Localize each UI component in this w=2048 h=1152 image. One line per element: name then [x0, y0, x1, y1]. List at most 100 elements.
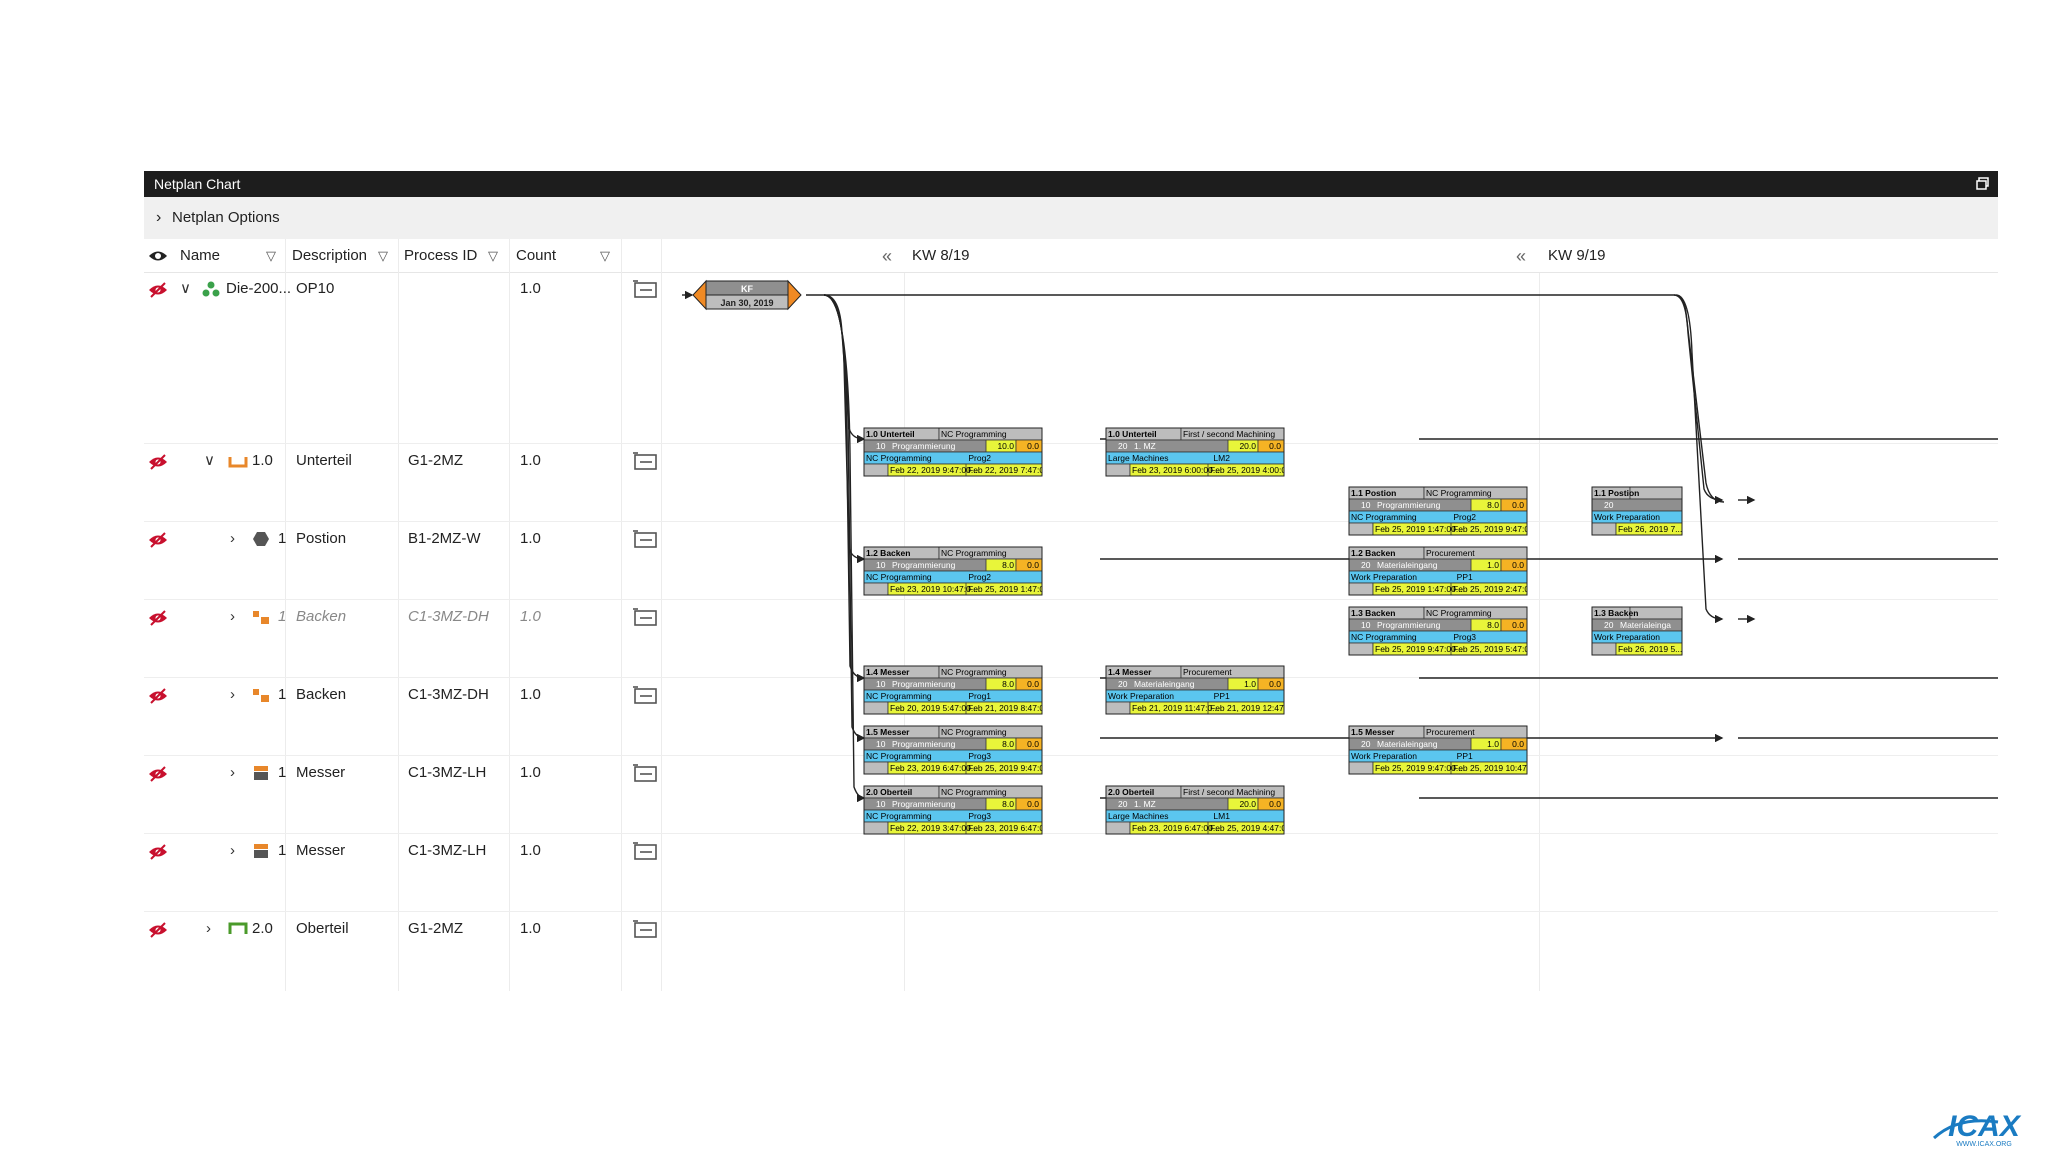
scroll-left-icon[interactable]: «: [882, 246, 893, 266]
list-details-icon[interactable]: [632, 841, 658, 861]
week-label-kw9: KW 9/19: [1548, 247, 1606, 264]
row-description: Backen: [296, 608, 347, 625]
restore-window-icon[interactable]: [1976, 177, 1990, 191]
assembly-icon: [202, 281, 220, 297]
node-type: NC Programming: [941, 787, 1007, 797]
node-type: Procurement: [1183, 667, 1232, 677]
node-group: Work Preparation: [1108, 691, 1174, 701]
table-header: Name ▽ Description ▽ Process ID ▽ Count …: [144, 239, 1998, 273]
list-details-icon[interactable]: [632, 529, 658, 549]
hidden-eye-icon[interactable]: [148, 281, 168, 299]
node-activity: Programmierung: [1377, 500, 1441, 510]
chevron-right-icon[interactable]: ›: [230, 764, 235, 781]
chevron-down-icon[interactable]: ∨: [180, 280, 191, 297]
netplan-options-toggle[interactable]: ›Netplan Options: [144, 197, 1998, 239]
list-details-icon[interactable]: [632, 607, 658, 627]
hidden-eye-icon[interactable]: [148, 687, 168, 705]
hidden-eye-icon[interactable]: [148, 843, 168, 861]
chevron-down-icon[interactable]: ∨: [204, 452, 215, 469]
hidden-eye-icon[interactable]: [148, 453, 168, 471]
blade-part-icon: [254, 766, 268, 780]
node-type: NC Programming: [941, 667, 1007, 677]
hidden-eye-icon[interactable]: [148, 921, 168, 939]
node-end: Feb 25, 2019 9:47:00...: [968, 763, 1056, 773]
row-count: 1.0: [520, 920, 541, 937]
row-count: 1.0: [520, 764, 541, 781]
row-description: Messer: [296, 764, 346, 781]
milestone-kf[interactable]: KF Jan 30, 2019: [692, 279, 802, 311]
node-title: 1.4 Messer: [866, 667, 910, 677]
node-start: Feb 23, 2019 10:47:0...: [890, 584, 978, 594]
scroll-left-icon[interactable]: «: [1516, 246, 1527, 266]
node-resource: Prog2: [968, 453, 991, 463]
node-activity: Materialeinga: [1620, 620, 1671, 630]
hidden-eye-icon[interactable]: [148, 531, 168, 549]
row-count: 1.0: [520, 530, 541, 547]
netplan-options-label: Netplan Options: [172, 209, 280, 226]
hidden-eye-icon[interactable]: [148, 609, 168, 627]
milestone-date: Jan 30, 2019: [720, 298, 773, 308]
node-slack: 0.0: [1027, 679, 1039, 689]
node-activity: 1. MZ: [1134, 441, 1156, 451]
node-duration: 8.0: [1002, 799, 1014, 809]
visibility-eye-icon[interactable]: [148, 248, 168, 264]
column-header-count[interactable]: Count: [516, 247, 557, 264]
chevron-right-icon[interactable]: ›: [230, 530, 235, 547]
chevron-down-icon[interactable]: ▽: [266, 248, 276, 263]
node-resource: LM1: [1213, 811, 1230, 821]
chevron-down-icon[interactable]: ▽: [378, 248, 388, 263]
node-title: 1.5 Messer: [866, 727, 910, 737]
chevron-down-icon[interactable]: ▽: [488, 248, 498, 263]
node-slack: 0.0: [1027, 441, 1039, 451]
node-start: Feb 20, 2019 5:47:00...: [890, 703, 978, 713]
node-end: Feb 25, 2019 9:47:00...: [1453, 524, 1541, 534]
node-duration: 8.0: [1487, 500, 1499, 510]
node-end: Feb 21, 2019 12:47:0...: [1210, 703, 1298, 713]
node-activity: Programmierung: [892, 799, 956, 809]
chevron-down-icon[interactable]: ▽: [600, 248, 610, 263]
milestone-label: KF: [741, 284, 753, 294]
list-details-icon[interactable]: [632, 763, 658, 783]
node-slack: 0.0: [1512, 560, 1524, 570]
node-duration: 8.0: [1487, 620, 1499, 630]
row-description: Unterteil: [296, 452, 352, 469]
list-details-icon[interactable]: [632, 279, 658, 299]
chevron-right-icon[interactable]: ›: [230, 608, 235, 625]
list-details-icon[interactable]: [632, 919, 658, 939]
column-header-process-id[interactable]: Process ID: [404, 247, 478, 264]
list-details-icon[interactable]: [632, 451, 658, 471]
node-start: Feb 26, 2019 5...: [1618, 644, 1682, 654]
base-part-icon: [228, 457, 248, 468]
blade-part-icon: [254, 844, 268, 858]
chevron-right-icon[interactable]: ›: [230, 842, 235, 859]
column-header-description[interactable]: Description: [292, 247, 368, 264]
node-type: First / second Machining: [1183, 787, 1275, 797]
row-description: OP10: [296, 280, 335, 297]
list-details-icon[interactable]: [632, 685, 658, 705]
node-op-number: 10: [876, 739, 886, 749]
column-header-name[interactable]: Name: [180, 247, 221, 264]
chevron-right-icon[interactable]: ›: [206, 920, 211, 937]
node-group: Work Preparation: [1594, 632, 1660, 642]
node-duration: 1.0: [1244, 679, 1256, 689]
row-description: Backen: [296, 686, 347, 703]
dependency-links: [682, 290, 1998, 803]
hidden-eye-icon[interactable]: [148, 765, 168, 783]
node-op-number: 10: [1361, 620, 1371, 630]
chevron-right-icon[interactable]: ›: [230, 686, 235, 703]
node-resource: Prog2: [968, 572, 991, 582]
